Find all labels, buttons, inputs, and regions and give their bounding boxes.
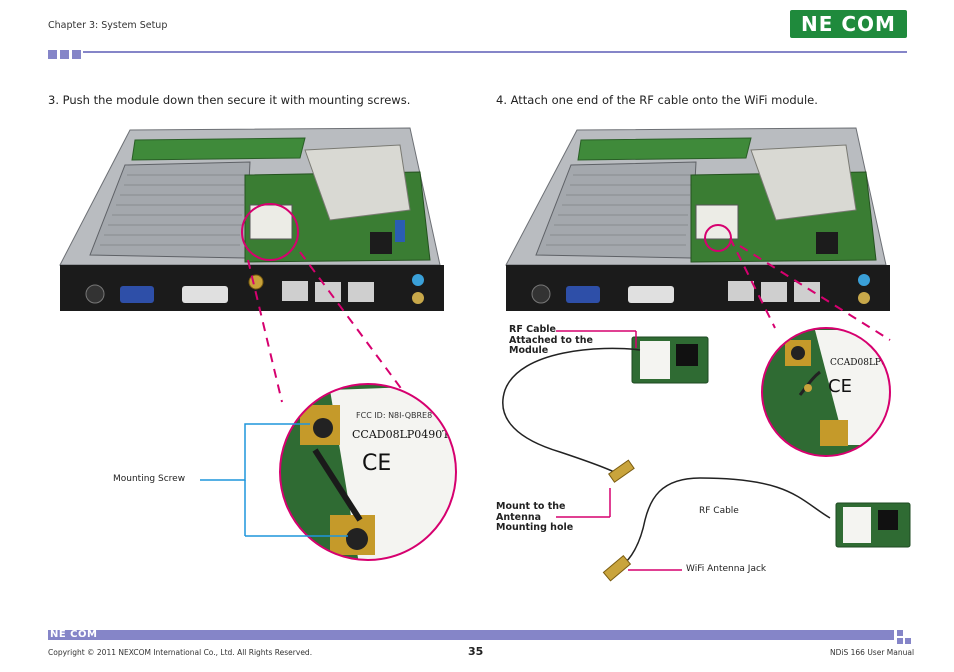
callout-rf-cable-attached: RF Cable Attached to the Module	[509, 324, 593, 356]
chapter-title: Chapter 3: System Setup	[48, 20, 168, 31]
callout-wifi-antenna-jack: WiFi Antenna Jack	[686, 564, 767, 574]
left-board-photo	[59, 127, 444, 311]
footer-square	[905, 638, 911, 644]
callout-mount-antenna: Mount to the Antenna Mounting hole	[496, 501, 574, 533]
right-zoom-circle: CCAD08LP0 CE	[761, 327, 891, 457]
right-board-photo	[505, 127, 890, 311]
footer-bar	[48, 630, 894, 640]
copyright-text: Copyright © 2011 NEXCOM International Co…	[48, 648, 313, 657]
step-4-text: 4. Attach one end of the RF cable onto t…	[496, 93, 818, 107]
footer-logo: NE COM	[50, 629, 98, 640]
header-square	[60, 50, 69, 59]
header-square	[48, 50, 57, 59]
left-zoom-circle: FCC ID: N8I-QBRE8 CCAD08LP0490T4 CE	[279, 383, 457, 561]
header-square	[72, 50, 81, 59]
svg-text:CE: CE	[362, 451, 391, 476]
manual-name: NDiS 166 User Manual	[830, 648, 915, 657]
wifi-module-lower	[602, 477, 911, 582]
svg-text:CCAD08LP0490T4: CCAD08LP0490T4	[352, 428, 457, 441]
footer-square	[897, 638, 903, 644]
step-3-text: 3. Push the module down then secure it w…	[48, 93, 411, 107]
svg-text:FCC ID: N8I-QBRE8: FCC ID: N8I-QBRE8	[356, 411, 432, 420]
callout-rf-cable: RF Cable	[699, 506, 739, 516]
nexcom-logo: NE COM	[790, 10, 907, 38]
wifi-module-with-cable	[502, 336, 709, 483]
svg-text:CE: CE	[828, 376, 852, 397]
svg-text:CCAD08LP0: CCAD08LP0	[830, 358, 887, 368]
footer-square	[897, 630, 903, 636]
header-rule	[83, 51, 907, 53]
page-number: 35	[468, 645, 484, 658]
callout-mounting-screw: Mounting Screw	[113, 474, 186, 484]
